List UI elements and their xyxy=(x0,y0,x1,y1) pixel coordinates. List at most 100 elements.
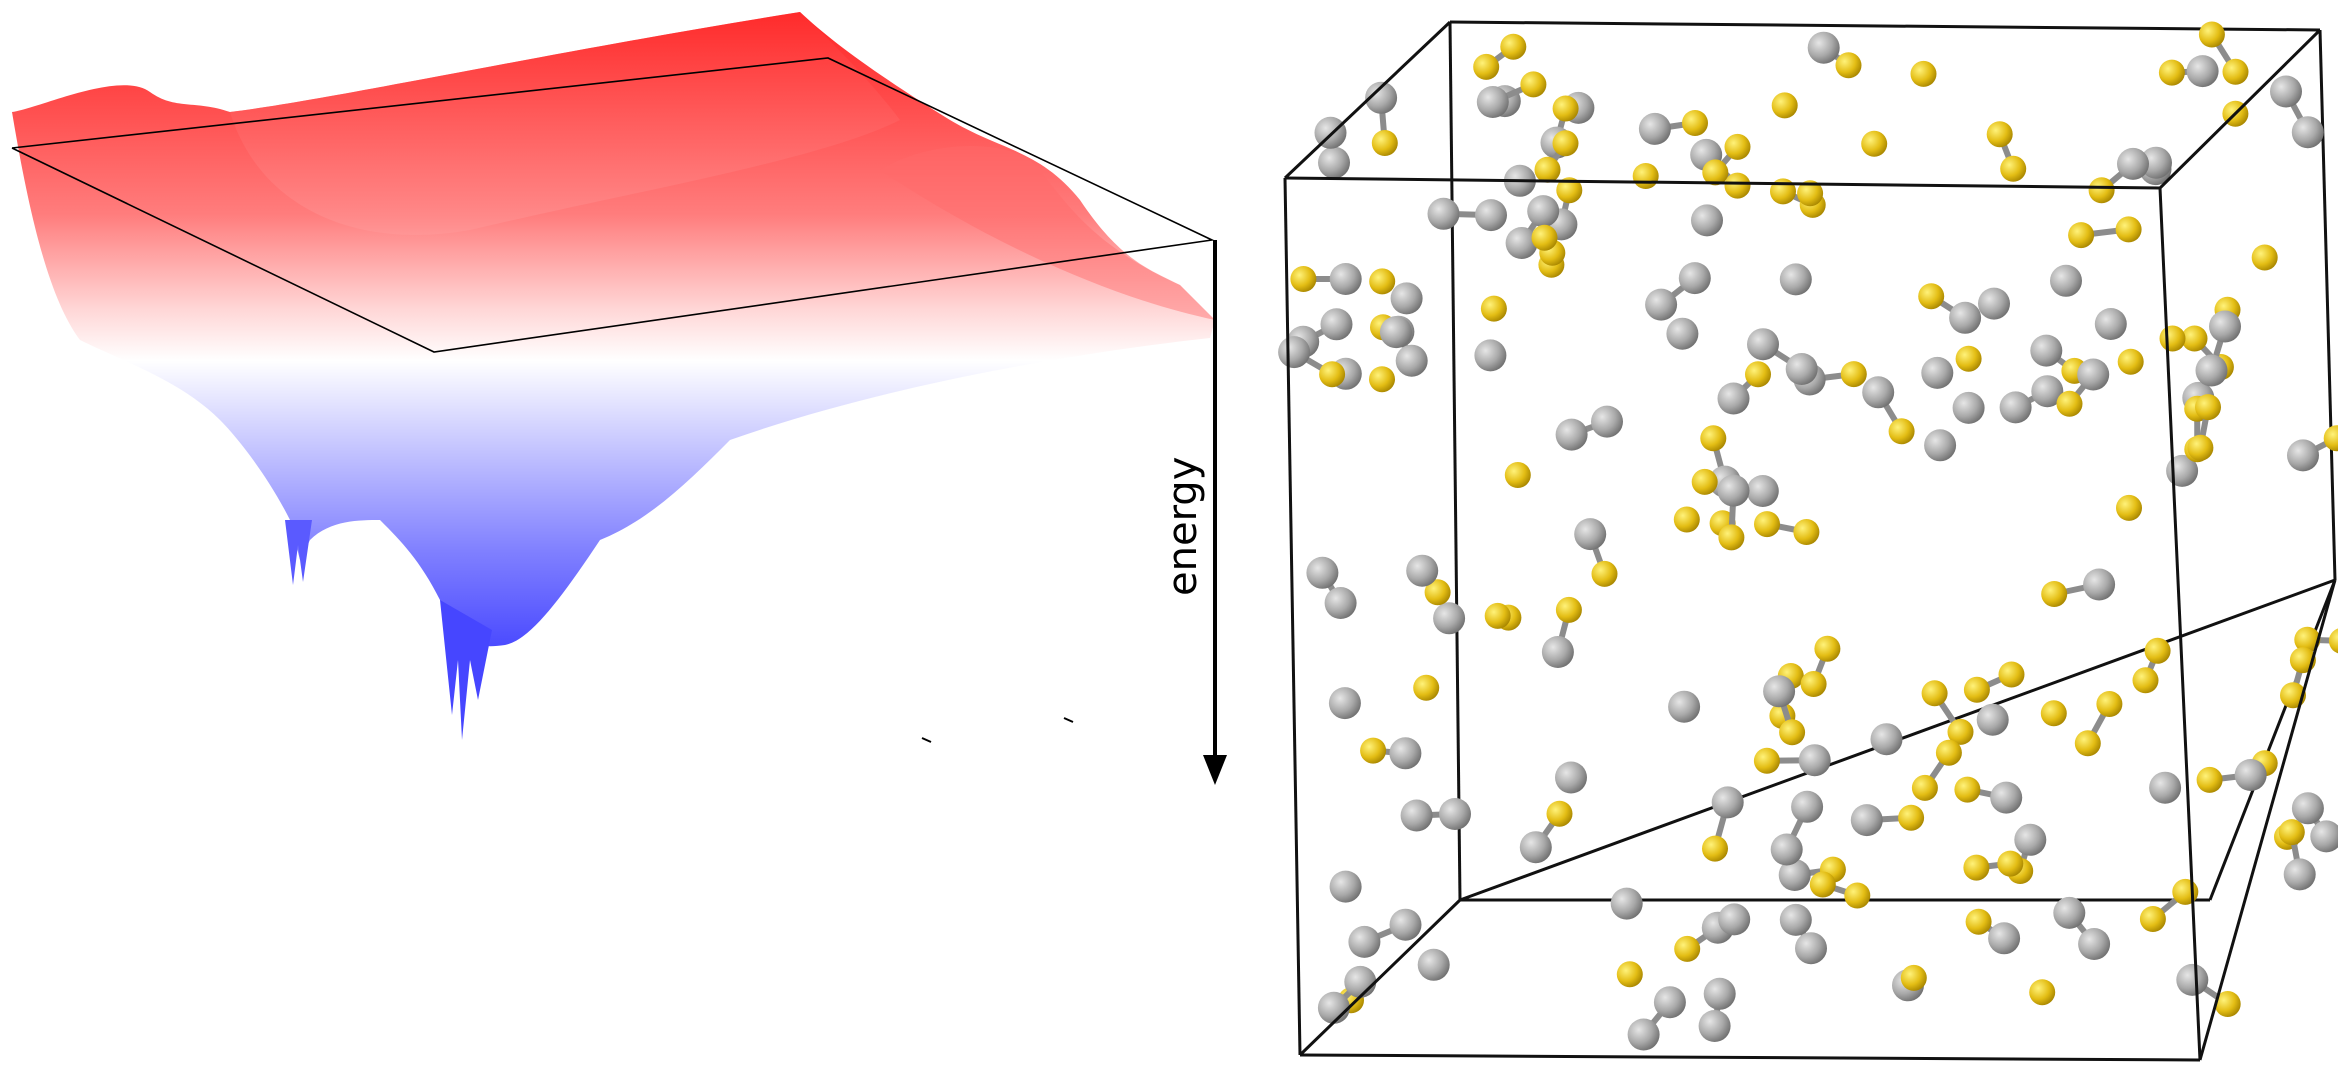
gold-atom xyxy=(1724,172,1751,199)
gold-atom xyxy=(2040,700,2067,727)
gold-atom xyxy=(2294,626,2321,653)
gold-atom xyxy=(1844,882,1871,909)
atom-layer xyxy=(1278,21,2338,1051)
gray-atom xyxy=(1574,518,1607,551)
gold-atom xyxy=(1954,776,1981,803)
gray-atom xyxy=(1610,887,1643,920)
gold-atom xyxy=(1319,361,1346,388)
gray-atom xyxy=(1921,356,1954,389)
gold-atom xyxy=(2056,390,2083,417)
gold-atom xyxy=(2132,667,2159,694)
landscape-tick xyxy=(921,737,932,743)
gold-atom xyxy=(1413,674,1440,701)
gold-atom xyxy=(1814,635,1841,662)
gray-atom xyxy=(1519,831,1552,864)
gold-atom xyxy=(1700,425,1727,452)
gold-atom xyxy=(1793,519,1820,545)
gold-atom xyxy=(1800,671,1827,697)
gray-atom xyxy=(1324,587,1357,619)
gray-atom xyxy=(1390,282,1423,315)
gray-atom xyxy=(1924,429,1957,462)
gold-atom xyxy=(1809,871,1836,898)
gray-atom xyxy=(1717,382,1750,415)
gold-atom xyxy=(2196,766,2223,793)
landscape-tick xyxy=(1063,717,1074,723)
gold-atom xyxy=(1484,602,1511,629)
gold-atom xyxy=(2068,222,2095,249)
gold-atom xyxy=(1771,92,1798,119)
gold-atom xyxy=(1552,95,1579,122)
surface-spike-center xyxy=(440,600,492,740)
gray-atom xyxy=(2283,858,2316,891)
simulation-box xyxy=(1278,20,2338,1062)
gray-atom xyxy=(1555,761,1587,794)
gray-atom xyxy=(2176,963,2209,996)
gold-atom xyxy=(2117,348,2144,375)
gray-atom xyxy=(1795,932,1827,965)
gray-atom xyxy=(1807,31,1840,64)
gold-atom xyxy=(1910,60,1937,87)
gold-atom xyxy=(2029,979,2056,1006)
gold-atom xyxy=(1473,53,1500,80)
gold-atom xyxy=(1552,130,1579,157)
gold-atom xyxy=(2195,394,2221,421)
gray-atom xyxy=(1711,786,1744,819)
gold-atom xyxy=(2074,730,2101,757)
gold-atom xyxy=(1674,935,1701,962)
gold-atom xyxy=(1888,418,1915,445)
gold-atom xyxy=(1290,266,1317,292)
gold-atom xyxy=(1997,850,2024,877)
box-front-edges xyxy=(1283,20,2337,1062)
gold-atom xyxy=(2116,494,2142,521)
gold-atom xyxy=(1955,345,1982,372)
gray-atom xyxy=(2234,759,2267,791)
gold-atom xyxy=(2158,59,2185,86)
gray-atom xyxy=(1703,977,1736,1010)
gray-atom xyxy=(2291,792,2324,825)
gray-atom xyxy=(2053,896,2086,929)
gold-atom xyxy=(2323,425,2338,452)
gray-atom xyxy=(2195,354,2228,387)
gray-atom xyxy=(1862,376,1895,409)
gold-atom xyxy=(2187,434,2214,461)
gold-atom xyxy=(2041,581,2068,607)
gold-atom xyxy=(2198,21,2225,48)
surface-ridge-back xyxy=(880,146,1215,320)
energy-landscape: energy xyxy=(11,12,1227,785)
gold-atom xyxy=(1911,774,1938,801)
gray-atom xyxy=(2117,147,2149,180)
gray-atom xyxy=(2149,771,2182,804)
gold-atom xyxy=(1745,361,1771,388)
gray-atom xyxy=(1653,986,1686,1019)
gray-atom xyxy=(1278,336,1311,369)
gold-atom xyxy=(1702,159,1729,186)
gray-atom xyxy=(1320,308,1353,341)
gold-atom xyxy=(2159,325,2186,352)
gold-atom xyxy=(2115,216,2142,243)
gray-atom xyxy=(1638,112,1671,145)
gold-atom xyxy=(2214,991,2241,1017)
gold-atom xyxy=(1918,283,1945,310)
gold-atom xyxy=(1963,676,1990,703)
gray-atom xyxy=(1318,146,1350,179)
gray-atom xyxy=(1317,991,1350,1024)
gray-atom xyxy=(1476,86,1509,118)
gold-atom xyxy=(1921,680,1948,707)
gray-atom xyxy=(1400,799,1433,832)
gray-atom xyxy=(1555,418,1588,451)
gold-atom xyxy=(1534,156,1561,183)
gray-atom xyxy=(1474,339,1507,372)
gold-atom xyxy=(1369,366,1395,393)
gray-atom xyxy=(1747,328,1779,361)
gold-atom xyxy=(1947,718,1974,745)
gray-atom xyxy=(1988,922,2021,955)
gray-atom xyxy=(1427,197,1460,230)
gray-atom xyxy=(2094,308,2127,340)
gray-atom xyxy=(1365,81,1398,114)
gold-atom xyxy=(1546,800,1573,827)
gray-atom xyxy=(1778,859,1811,891)
gray-atom xyxy=(1348,925,1381,958)
gold-atom xyxy=(1963,854,1990,881)
gold-atom xyxy=(2181,325,2208,352)
gold-atom xyxy=(1724,133,1751,160)
